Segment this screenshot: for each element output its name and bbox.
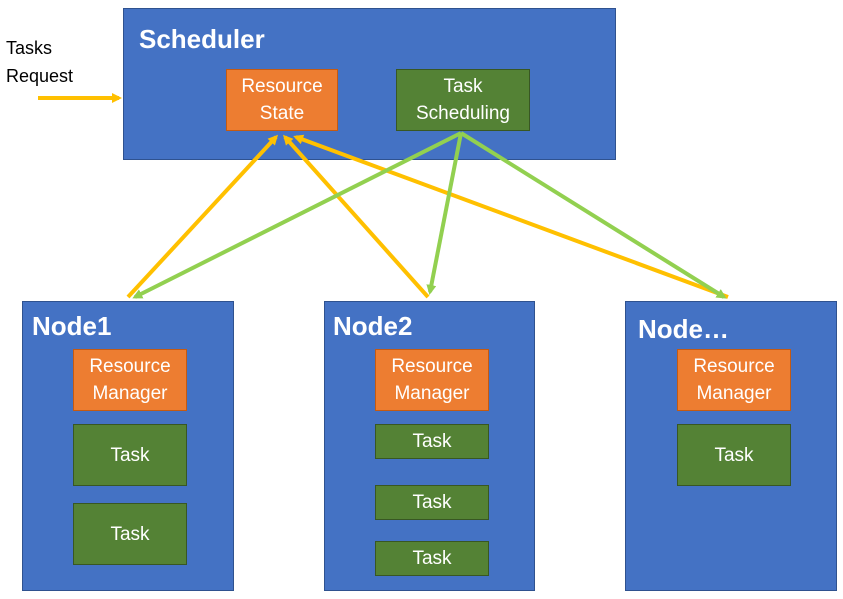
node3-resource-manager-line1: Resource [693, 356, 775, 377]
node1-resource-manager-line2: Manager [92, 383, 168, 404]
node2-task-3: Task [375, 541, 489, 576]
node3-task-1: Task [677, 424, 791, 486]
node3-resource-manager: Resource Manager [677, 349, 791, 411]
node1-task-2: Task [73, 503, 187, 565]
node1-title: Node1 [32, 311, 112, 341]
tasks-request-label: Tasks Request [6, 34, 73, 90]
resource-state-box: Resource State [226, 69, 338, 131]
node1-report-arrow [126, 134, 279, 299]
tasks-request-line2: Request [6, 66, 74, 86]
task-scheduling-line1: Task [443, 76, 483, 97]
node2-resource-manager: Resource Manager [375, 349, 489, 411]
node2-task-1: Task [375, 424, 489, 459]
node1-task-2-label: Task [110, 523, 150, 545]
node2-title: Node2 [333, 311, 413, 341]
tasks-request-line1: Tasks [6, 38, 53, 58]
task-scheduling-box: Task Scheduling [396, 69, 530, 131]
node3-task-1-label: Task [714, 444, 754, 466]
node1-resource-manager: Resource Manager [73, 349, 187, 411]
node2-task-2: Task [375, 485, 489, 520]
node3-report-arrow [293, 134, 729, 299]
node1-task-1: Task [73, 424, 187, 486]
node2-task-3-label: Task [412, 548, 452, 569]
task-scheduling-line2: Scheduling [415, 103, 511, 124]
resource-state-line1: Resource [241, 76, 323, 97]
node1-task-1-label: Task [110, 444, 150, 466]
resource-state-line2: State [259, 103, 305, 124]
node2-task-1-label: Task [412, 431, 452, 452]
node3-resource-manager-line2: Manager [696, 383, 772, 404]
scheduler-title: Scheduler [139, 24, 265, 54]
node2-resource-manager-line1: Resource [391, 356, 473, 377]
node2-report-arrow [283, 134, 430, 299]
node2-task-2-label: Task [412, 492, 452, 513]
node2-resource-manager-line2: Manager [394, 383, 470, 404]
node1-resource-manager-line1: Resource [89, 356, 171, 377]
node3-title: Node… [638, 314, 729, 344]
